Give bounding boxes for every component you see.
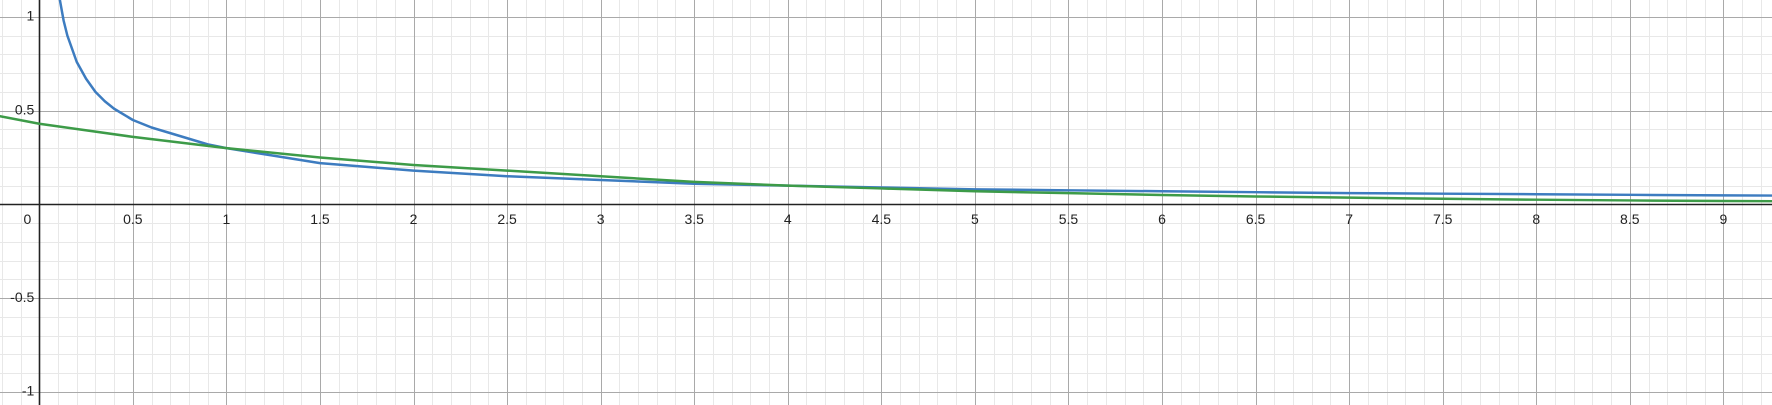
x-tick-label: 2.5 — [497, 211, 517, 227]
tick-labels: 0 0.5 1 1.5 2 2.5 3 3.5 4 4.5 5 5.5 6 6.5 7 7.5 8 8.5 9 1 0.… — [10, 8, 1727, 399]
x-tick-label: 8.5 — [1620, 211, 1640, 227]
curve-series-1 — [58, 0, 1772, 197]
x-tick-label: 0 — [23, 211, 31, 227]
x-tick-label: 7.5 — [1433, 211, 1453, 227]
x-tick-label: 0.5 — [123, 211, 143, 227]
x-tick-label: 6.5 — [1246, 211, 1266, 227]
x-tick-label: 3 — [597, 211, 605, 227]
x-tick-label: 2 — [410, 211, 418, 227]
y-tick-label: 0.5 — [15, 101, 35, 117]
x-tick-label: 9 — [1719, 211, 1727, 227]
x-tick-label: 4 — [784, 211, 792, 227]
x-tick-label: 1.5 — [310, 211, 330, 227]
x-tick-label: 4.5 — [872, 211, 892, 227]
x-tick-label: 6 — [1158, 211, 1166, 227]
x-tick-label: 5.5 — [1059, 211, 1079, 227]
curve-series-2 — [0, 115, 1772, 203]
y-tick-label: -1 — [22, 383, 35, 399]
x-tick-label: 1 — [223, 211, 231, 227]
x-tick-label: 3.5 — [684, 211, 704, 227]
x-tick-label: 8 — [1532, 211, 1540, 227]
y-tick-label: 1 — [26, 8, 34, 24]
x-tick-label: 5 — [971, 211, 979, 227]
y-tick-label: -0.5 — [10, 289, 34, 305]
x-tick-label: 7 — [1345, 211, 1353, 227]
curves — [0, 0, 1772, 203]
